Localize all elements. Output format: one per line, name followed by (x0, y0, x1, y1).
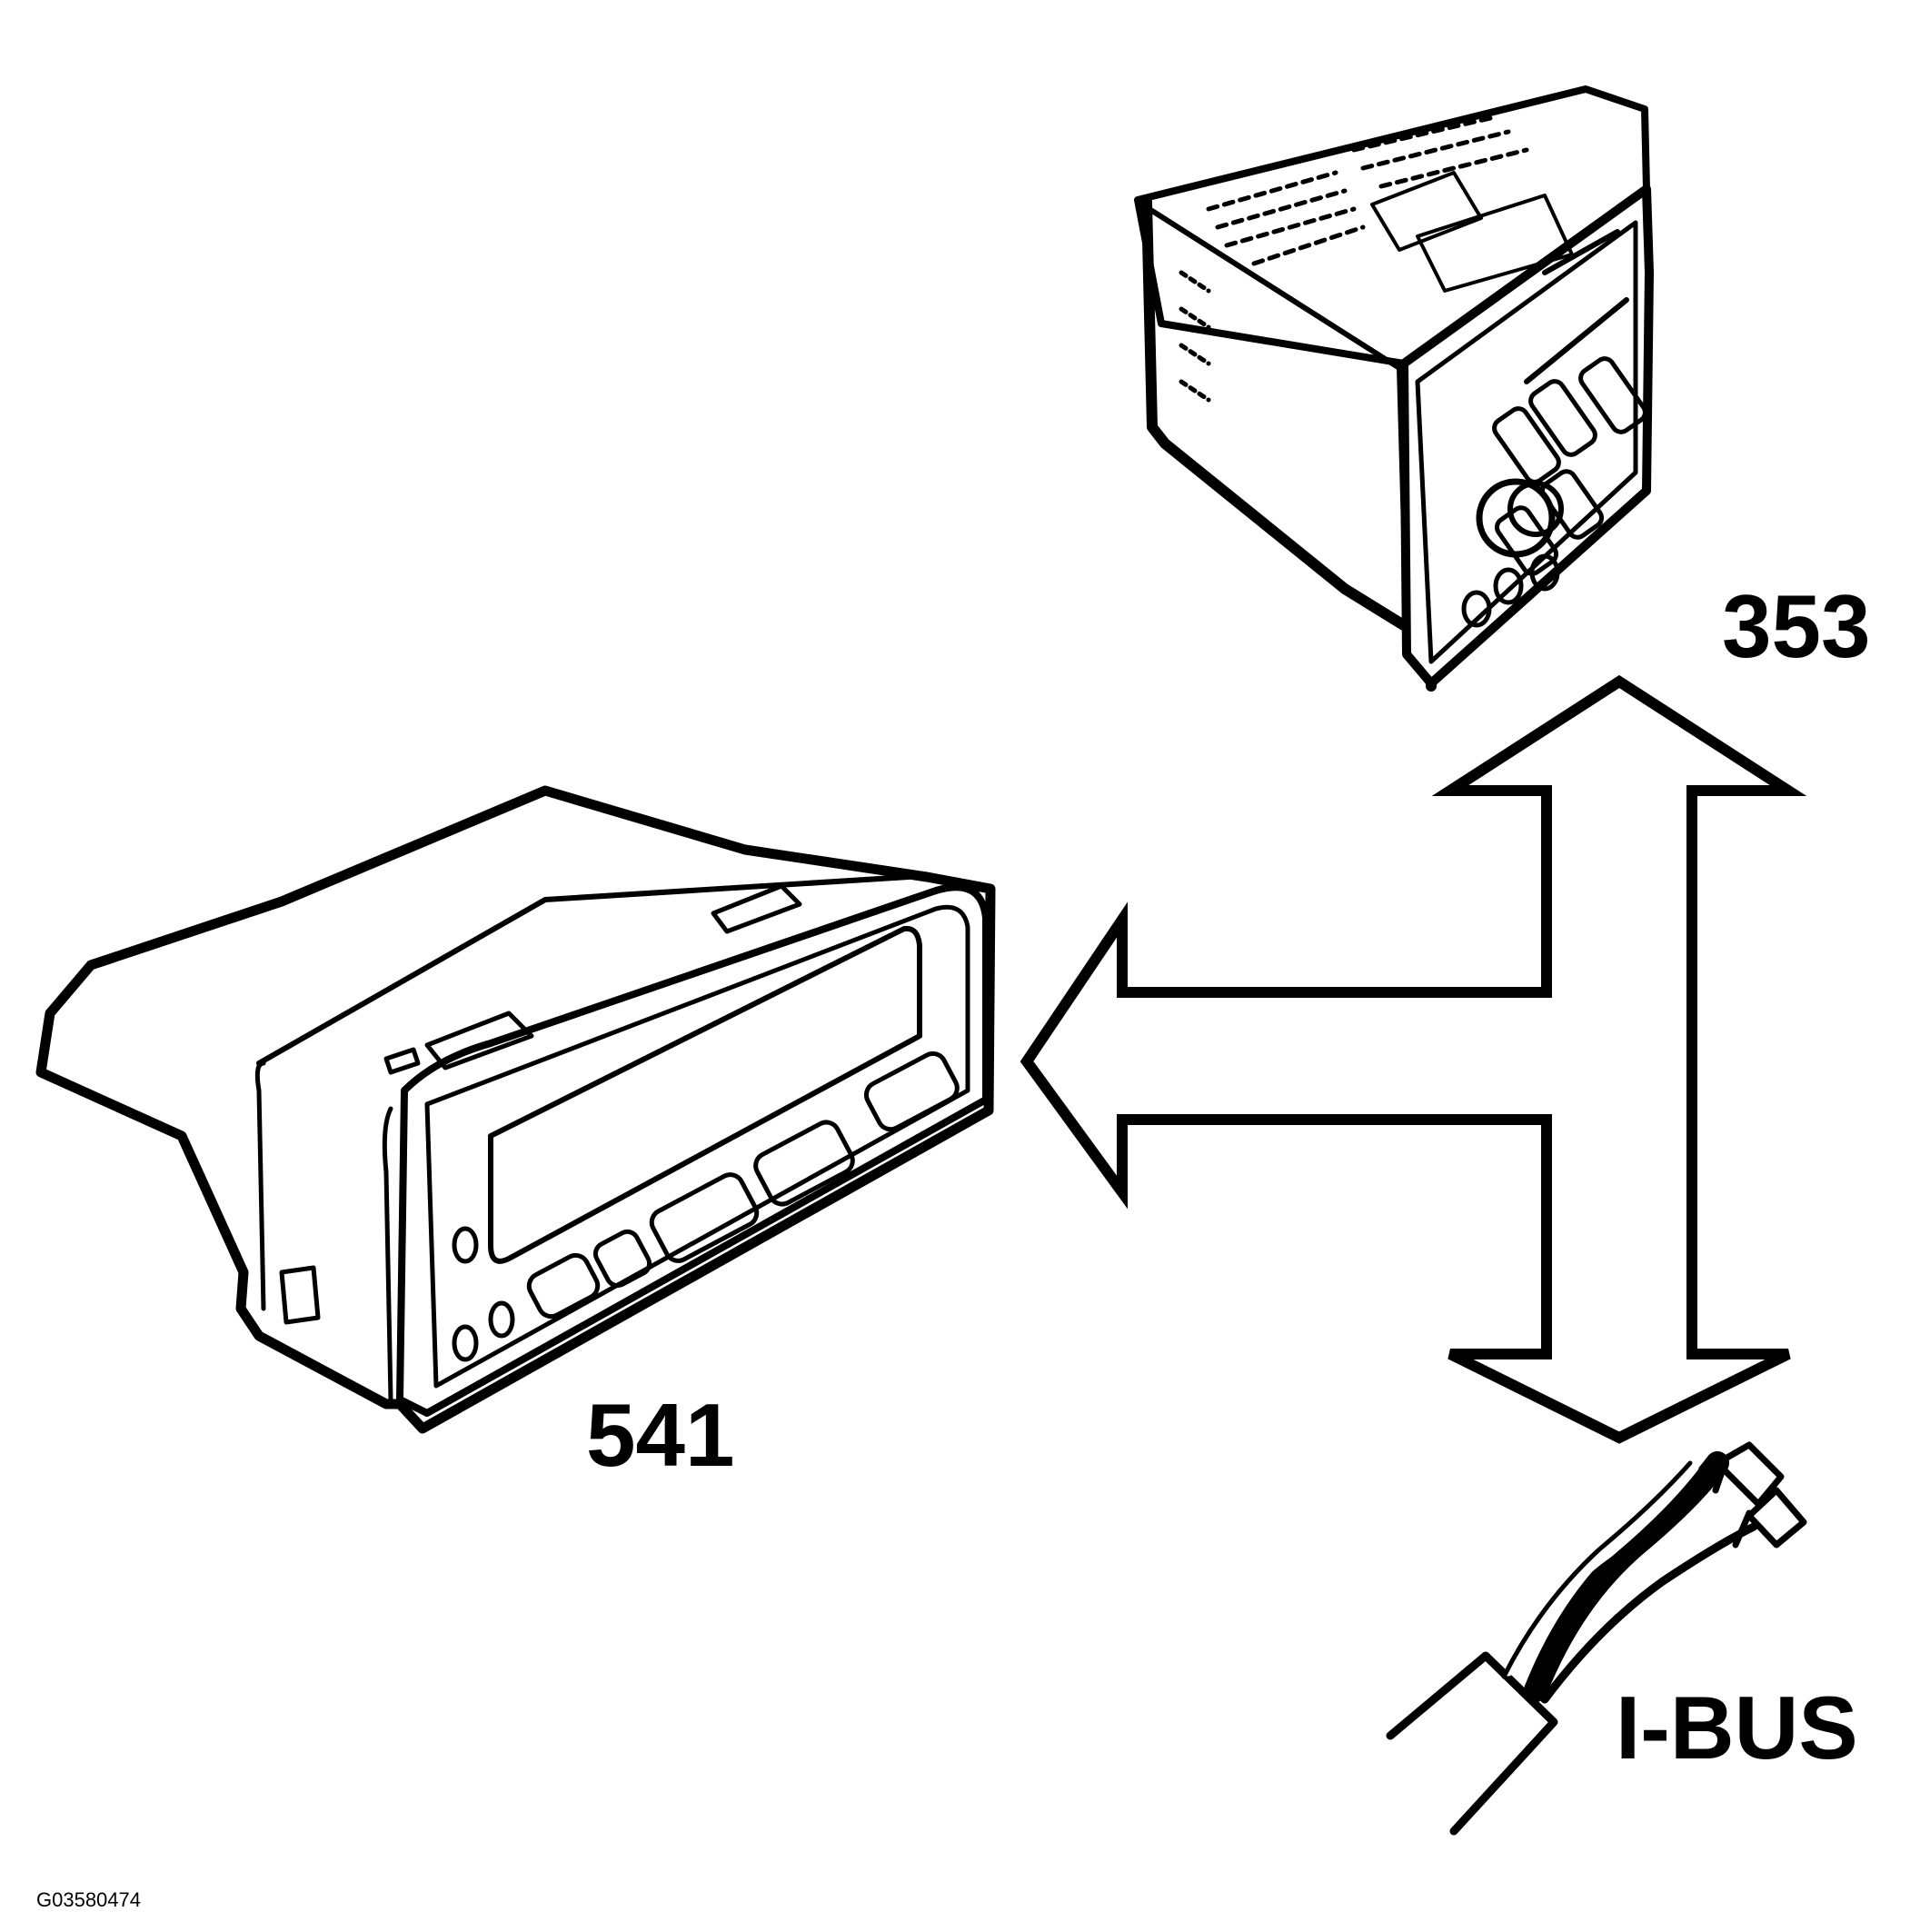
label-radio-unit: 353 (1722, 576, 1871, 676)
radio-unit (1134, 85, 1654, 692)
display-unit (35, 785, 996, 1434)
bus-arrows (1020, 674, 1807, 1444)
figure-code: G03580474 (36, 1888, 141, 1911)
ibus-cable (1386, 1441, 1807, 1836)
label-display-unit: 541 (586, 1385, 735, 1485)
label-ibus: I-BUS (1616, 1678, 1858, 1778)
